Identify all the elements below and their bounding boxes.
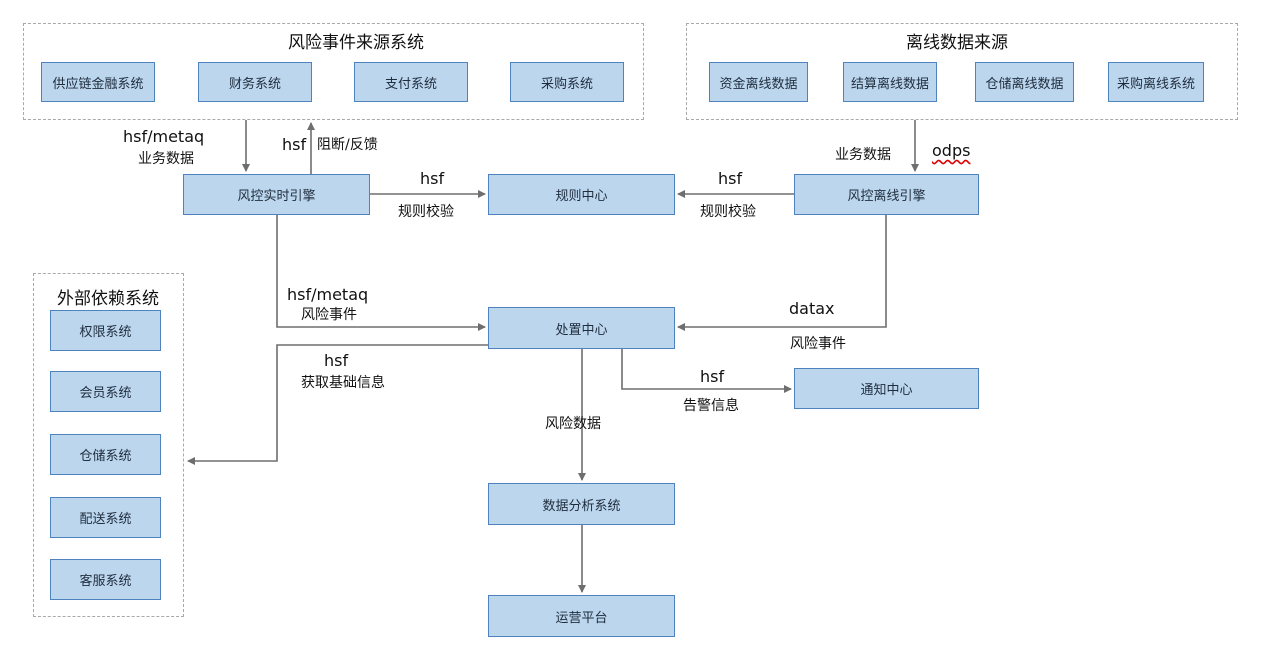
procurement-offline-system[interactable]: 采购离线系统	[1108, 62, 1204, 102]
rule-center[interactable]: 规则中心	[488, 174, 675, 215]
warehouse-system[interactable]: 仓储系统	[50, 434, 161, 475]
warehouse-offline-data[interactable]: 仓储离线数据	[975, 62, 1074, 102]
offline-risk-engine[interactable]: 风控离线引擎	[794, 174, 979, 215]
label-disp-notify-payload: 告警信息	[683, 398, 739, 414]
label-off-rule-payload: 规则校验	[700, 204, 756, 220]
label-disp-ext-payload: 获取基础信息	[301, 375, 385, 391]
offline-source-group-title: 离线数据来源	[906, 33, 1008, 53]
disposal-center[interactable]: 处置中心	[488, 307, 675, 349]
delivery-system[interactable]: 配送系统	[50, 497, 161, 538]
label-off-rule-protocol: hsf	[718, 169, 743, 188]
label-disp-notify-protocol: hsf	[700, 367, 725, 386]
label-offsrc-off-payload: 业务数据	[835, 147, 891, 163]
label-rt-rule-payload: 规则校验	[398, 204, 454, 220]
permission-system[interactable]: 权限系统	[50, 310, 161, 351]
notification-center[interactable]: 通知中心	[794, 368, 979, 409]
label-disp-data-payload: 风险数据	[545, 416, 601, 432]
external-deps-group-title: 外部依赖系统	[57, 289, 159, 309]
realtime-risk-engine[interactable]: 风控实时引擎	[183, 174, 370, 215]
label-rt-disp-payload: 风险事件	[301, 307, 357, 323]
label-off-disp-protocol: datax	[789, 299, 835, 318]
offline-source-group	[686, 23, 1238, 120]
settlement-offline-data[interactable]: 结算离线数据	[843, 62, 937, 102]
external-deps-group	[33, 273, 184, 617]
member-system[interactable]: 会员系统	[50, 371, 161, 412]
risk-source-group	[23, 23, 644, 120]
label-src-rt-protocol: hsf/metaq	[123, 127, 205, 146]
label-off-disp-payload: 风险事件	[790, 336, 846, 352]
edge-realtime-to-disposal	[276, 215, 486, 331]
data-analysis-system[interactable]: 数据分析系统	[488, 483, 675, 525]
edge-disposal-to-external	[187, 344, 488, 465]
supply-chain-finance-system[interactable]: 供应链金融系统	[41, 62, 155, 102]
label-src-rt-payload: 业务数据	[138, 151, 194, 167]
operations-platform[interactable]: 运营平台	[488, 595, 675, 637]
procurement-system[interactable]: 采购系统	[510, 62, 624, 102]
risk-source-group-title: 风险事件来源系统	[288, 33, 424, 53]
label-rt-disp-protocol: hsf/metaq	[287, 285, 369, 304]
label-offsrc-off-protocol: odps	[932, 141, 971, 160]
payment-system[interactable]: 支付系统	[354, 62, 468, 102]
label-rt-rule-protocol: hsf	[420, 169, 445, 188]
edge-offline-to-disposal	[677, 215, 887, 331]
label-rt-src-protocol: hsf	[282, 135, 307, 154]
customer-service-system[interactable]: 客服系统	[50, 559, 161, 600]
label-disp-ext-protocol: hsf	[324, 351, 349, 370]
label-rt-src-payload: 阻断/反馈	[317, 137, 378, 153]
fund-offline-data[interactable]: 资金离线数据	[709, 62, 808, 102]
finance-system[interactable]: 财务系统	[198, 62, 312, 102]
edge-disposal-to-notify	[621, 349, 792, 393]
